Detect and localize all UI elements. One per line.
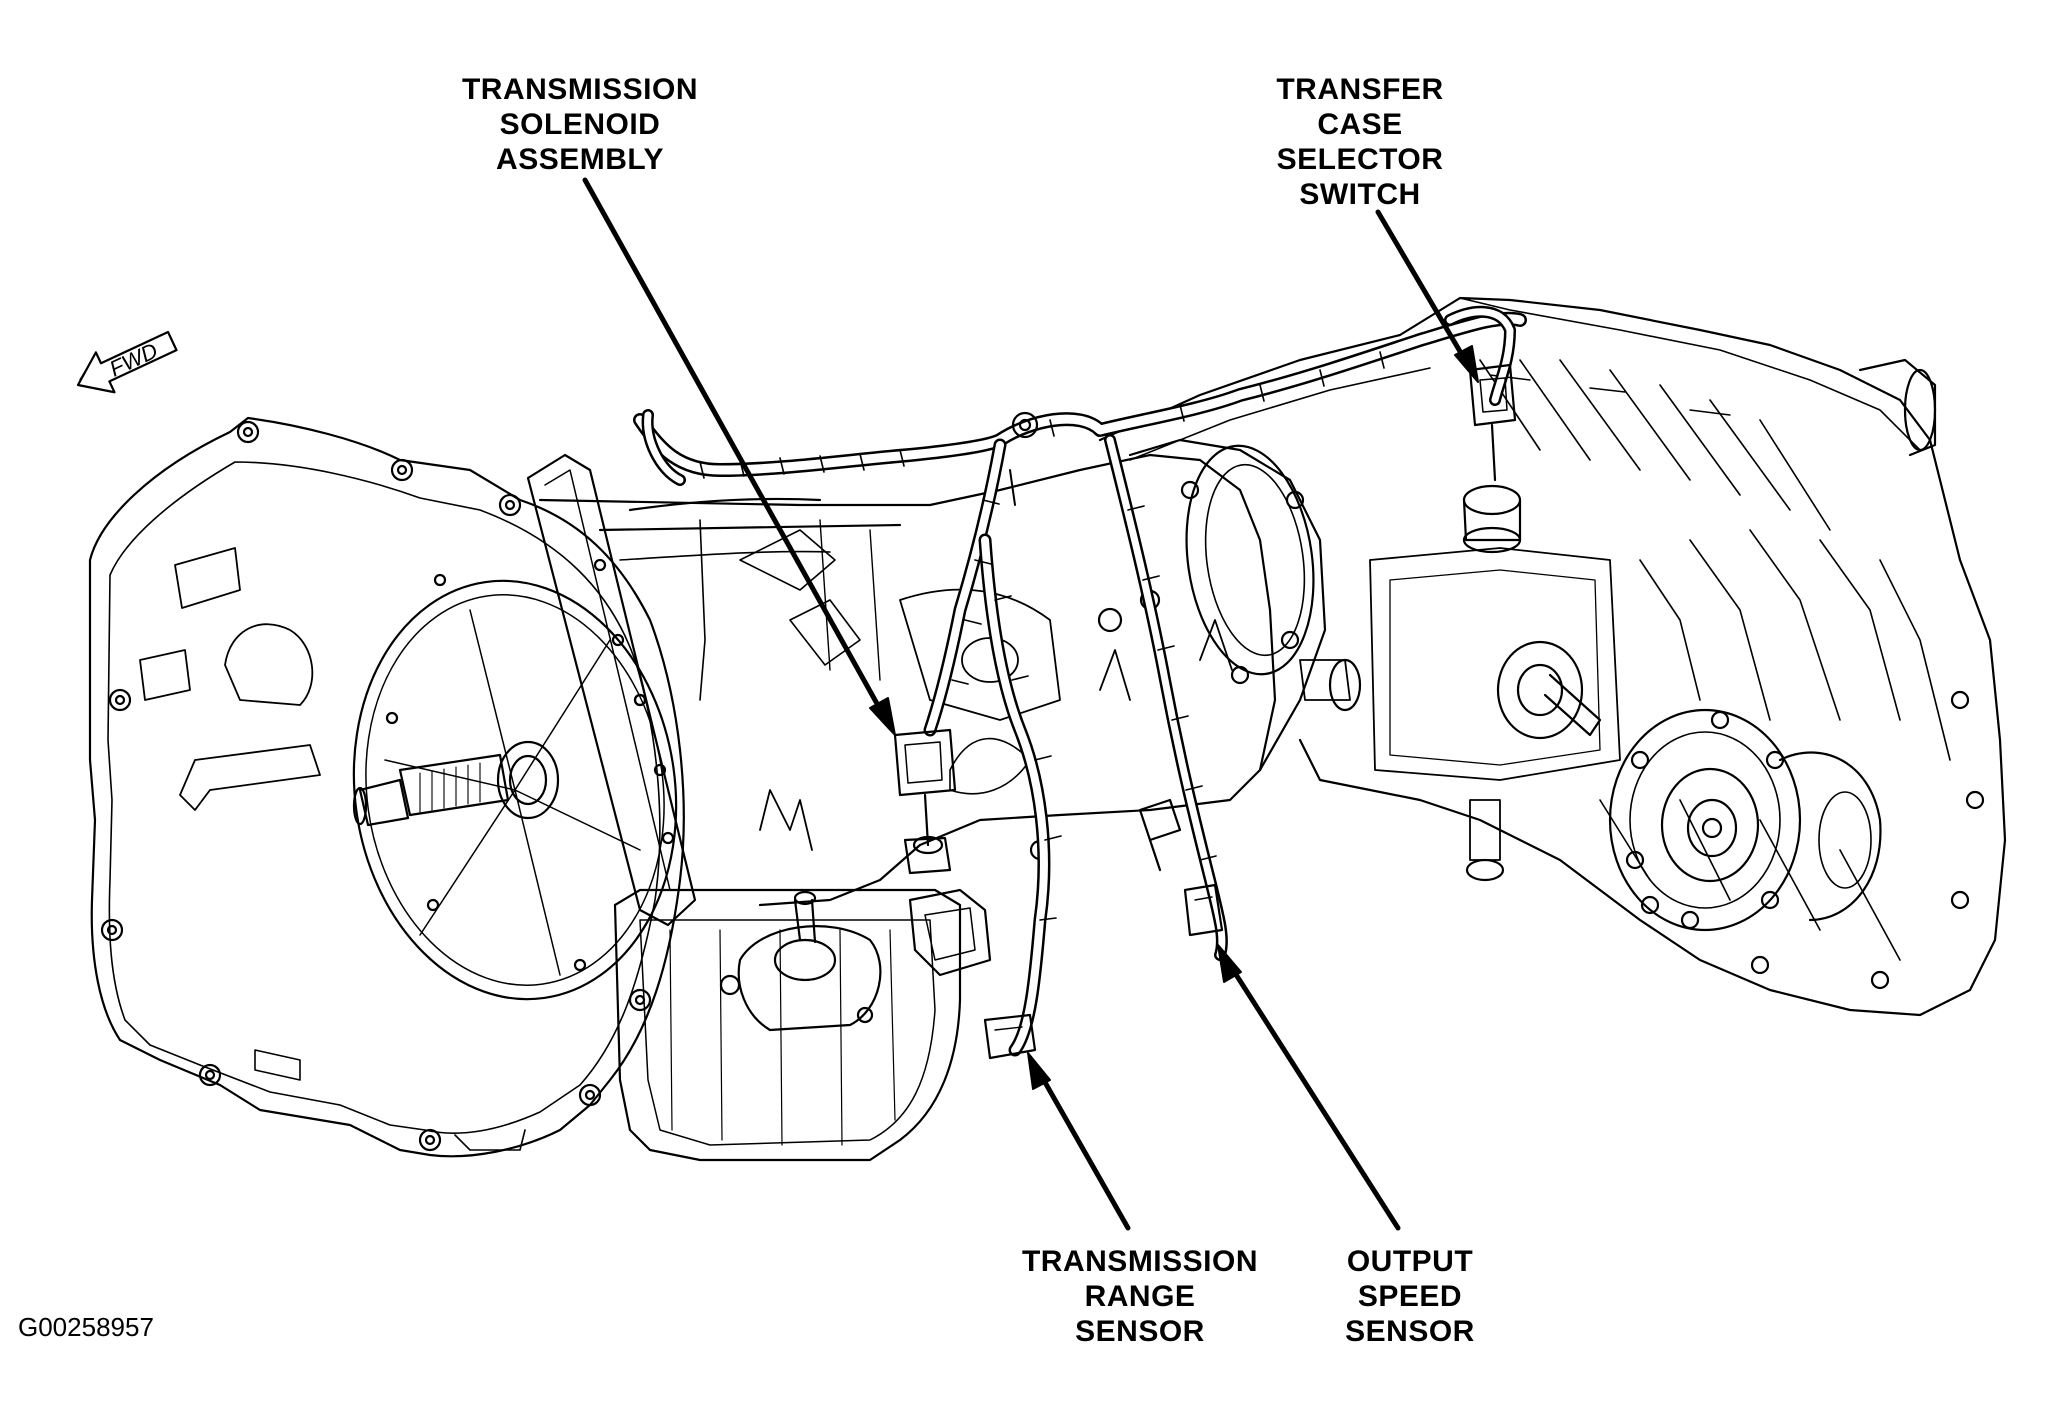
label-line: SPEED bbox=[1357, 1280, 1463, 1313]
fwd-arrow-icon: FWD bbox=[76, 330, 178, 394]
label-line: CASE bbox=[1317, 108, 1403, 141]
label-line: RANGE bbox=[1084, 1280, 1196, 1313]
label-output-speed-sensor: OUTPUT SPEED SENSOR bbox=[1300, 1244, 1520, 1349]
arrow-solenoid bbox=[582, 177, 888, 721]
label-line: SENSOR bbox=[1345, 1315, 1475, 1348]
label-line: TRANSMISSION bbox=[1021, 1245, 1258, 1278]
solenoid-connector bbox=[893, 728, 957, 875]
label-line: OUTPUT bbox=[1346, 1245, 1474, 1278]
label-line: TRANSFER bbox=[1276, 73, 1444, 106]
fwd-arrow-text: FWD bbox=[106, 338, 162, 382]
arrow-selector bbox=[1375, 209, 1471, 368]
label-transmission-range-sensor: TRANSMISSION RANGE SENSOR bbox=[1000, 1244, 1280, 1349]
label-line: TRANSMISSION bbox=[461, 73, 698, 106]
label-line: ASSEMBLY bbox=[496, 143, 664, 176]
label-line: SELECTOR bbox=[1276, 143, 1444, 176]
range-sensor bbox=[908, 888, 1037, 1060]
output-speed-sensor bbox=[1138, 798, 1224, 937]
arrow-output bbox=[1225, 959, 1401, 1231]
label-transfer-case-selector-switch: TRANSFER CASE SELECTOR SWITCH bbox=[1240, 72, 1480, 212]
figure-id: G00258957 bbox=[18, 1312, 154, 1342]
label-transmission-solenoid-assembly: TRANSMISSION SOLENOID ASSEMBLY bbox=[440, 72, 720, 177]
transfer-case bbox=[1098, 296, 2007, 1017]
arrow-range bbox=[1035, 1067, 1131, 1231]
selector-switch bbox=[1462, 363, 1522, 554]
wiring-harness bbox=[633, 305, 1527, 1057]
label-line: SENSOR bbox=[1075, 1315, 1205, 1348]
transmission-case bbox=[526, 453, 1277, 1162]
extension-housing bbox=[1128, 438, 1362, 772]
label-line: SWITCH bbox=[1299, 178, 1421, 211]
leader-arrows bbox=[582, 177, 1479, 1231]
label-line: SOLENOID bbox=[499, 108, 661, 141]
bell-housing bbox=[88, 416, 685, 1158]
